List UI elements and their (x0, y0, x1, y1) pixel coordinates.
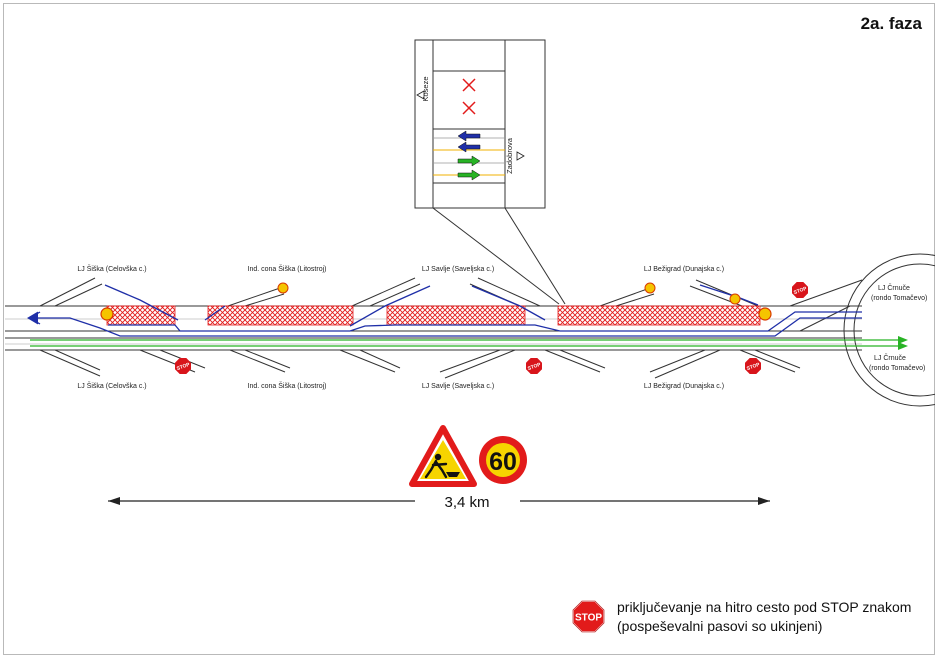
legend-line: (pospeševalni pasovi so ukinjeni) (617, 618, 823, 634)
inset-cross-section: Koseze Zadobrova (414, 39, 566, 305)
stop-sign-text: STOP (527, 362, 542, 372)
direction-arrow-icon (416, 90, 425, 100)
warning-lamp-icon (277, 282, 289, 294)
legend-stop-sign-icon: STOP (572, 600, 605, 633)
roundabout-label-top: (rondo Tomačevo) (871, 295, 927, 302)
warning-lamp-icon (100, 307, 114, 321)
closed-lane-x-icon (462, 101, 476, 115)
junction-label-top: LJ Šiška (Celovška c.) (77, 264, 146, 273)
stop-sign-text: STOP (176, 362, 191, 372)
ramps (5, 277, 863, 379)
junction-label-top: LJ Savlje (Savelјska c.) (422, 266, 494, 273)
closed-section (207, 305, 354, 326)
westbound-traffic-route (29, 284, 862, 337)
legend-stop-text: STOP (575, 613, 602, 624)
diagram-frame (3, 3, 935, 655)
arrowhead-left-icon (108, 497, 120, 505)
roundabout-label-bottom: (rondo Tomačevo) (869, 365, 925, 372)
inset-north-label: Koseze (421, 76, 430, 101)
eastbound-arrowhead-icon (898, 336, 908, 344)
legend: priključevanje na hitro cesto pod STOP z… (617, 598, 911, 636)
eastbound-arrowhead-icon (898, 342, 908, 350)
westbound-lane-arrow-icon (457, 130, 481, 142)
stop-sign-text: STOP (793, 286, 808, 296)
eastbound-traffic-route (30, 339, 900, 347)
westbound-arrowhead-icon (27, 311, 39, 325)
westbound-lane-arrow-icon (457, 141, 481, 153)
speed-limit-sign: 60 (479, 436, 527, 484)
junction-label-bottom: LJ Šiška (Celovška c.) (77, 381, 146, 390)
roadworks-sign (409, 425, 477, 487)
stop-sign-icon: STOP (526, 358, 542, 374)
junction-labels: LJ Šiška (Celovška c.) Ind. cona Šiška (… (77, 264, 927, 390)
closed-lane-x-icon (462, 78, 476, 92)
warning-lamp-icon (644, 282, 656, 294)
eastbound-lane-arrow-icon (457, 155, 481, 167)
stop-sign-icon: STOP (175, 358, 191, 374)
closed-sections (106, 305, 761, 326)
warning-lamp-icon (758, 307, 772, 321)
stop-sign-icon: STOP (792, 282, 808, 298)
legend-line: priključevanje na hitro cesto pod STOP z… (617, 599, 912, 615)
callout-line (504, 207, 566, 305)
speed-limit-value: 60 (489, 448, 517, 476)
callout-line (432, 207, 560, 305)
stop-signs: STOP STOP STOP STOP (175, 282, 808, 374)
distance-dimension: 3,4 km (108, 494, 770, 511)
inset-box (414, 39, 546, 209)
signal-lamps (100, 282, 772, 321)
junction-label-bottom: LJ Bežigrad (Dunajska c.) (644, 383, 724, 390)
roundabout (843, 253, 935, 407)
closed-section (386, 305, 526, 326)
inset-south-label: Zadobrova (505, 137, 514, 174)
roundabout-label-top: LJ Črnuče (878, 283, 910, 292)
phase-title: 2a. faza (860, 14, 922, 33)
closed-section (557, 305, 761, 326)
arrowhead-right-icon (758, 497, 770, 505)
warning-lamp-icon (729, 293, 741, 305)
roundabout-label-bottom: LJ Črnuče (874, 353, 906, 362)
eastbound-lane-arrow-icon (457, 169, 481, 181)
direction-arrow-icon (516, 151, 525, 161)
closed-section (106, 305, 176, 326)
junction-label-bottom: Ind. cona Šiška (Litostroj) (248, 381, 327, 390)
junction-label-top: LJ Bežigrad (Dunajska c.) (644, 266, 724, 273)
stop-sign-text: STOP (746, 362, 761, 372)
distance-label: 3,4 km (444, 494, 489, 511)
junction-label-top: Ind. cona Šiška (Litostroj) (248, 264, 327, 273)
junction-label-bottom: LJ Savlje (Savelјska c.) (422, 383, 494, 390)
stop-sign-icon: STOP (745, 358, 761, 374)
